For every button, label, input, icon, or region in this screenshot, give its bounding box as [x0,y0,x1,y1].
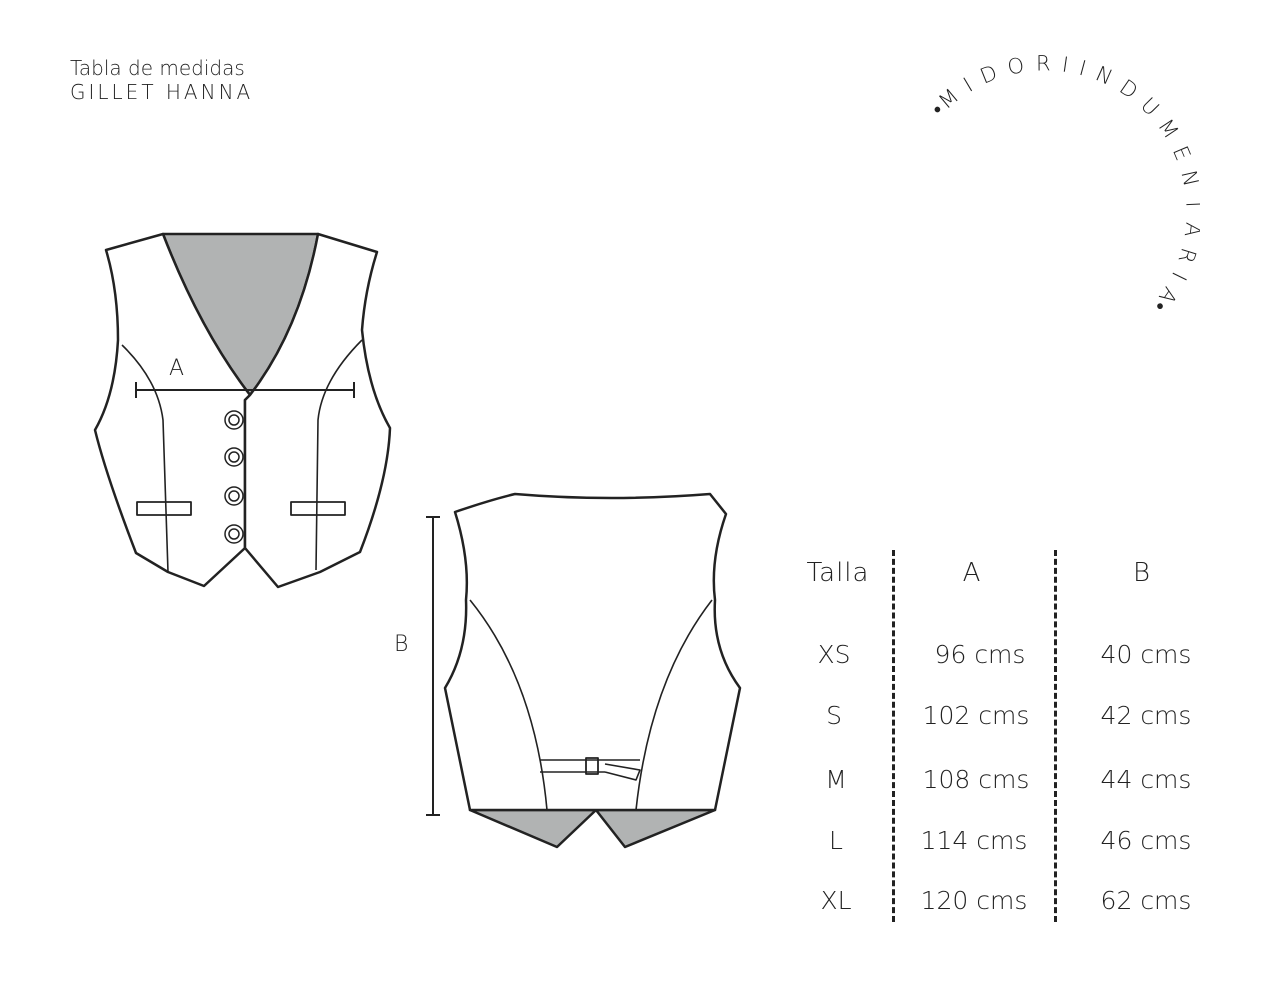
b-xl: 62 cms [1100,886,1192,915]
size-l: L [829,826,843,855]
size-table: Talla A B XS 96 cms 40 cms S 102 cms 42 … [790,550,1230,930]
a-xl: 120 cms [920,886,1028,915]
header-size: Talla [806,558,870,588]
back-vest-drawing [426,492,742,849]
header-b: B [1132,558,1152,588]
header: Tabla de medidas GILLET HANNA [70,56,253,104]
page-title: Tabla de medidas [70,56,245,80]
b-m: 44 cms [1100,765,1192,794]
dimension-label-a: A [169,356,185,381]
dimension-label-b: B [394,632,409,657]
column-divider [892,550,895,922]
b-l: 46 cms [1100,826,1192,855]
column-divider [1054,550,1057,922]
size-xl: XL [820,886,852,915]
front-vest-drawing [93,232,392,589]
a-s: 102 cms [922,701,1030,730]
header-a: A [962,558,982,588]
product-name: GILLET HANNA [70,80,254,104]
b-xs: 40 cms [1100,640,1192,669]
b-s: 42 cms [1100,701,1192,730]
size-s: S [826,701,842,730]
a-xs: 96 cms [934,640,1026,669]
a-l: 114 cms [920,826,1028,855]
size-xs: XS [817,640,851,669]
a-m: 108 cms [922,765,1030,794]
brand-logo: •M I D O R I I N D U M E N T A R I A• [926,55,1200,318]
size-m: M [825,765,847,794]
